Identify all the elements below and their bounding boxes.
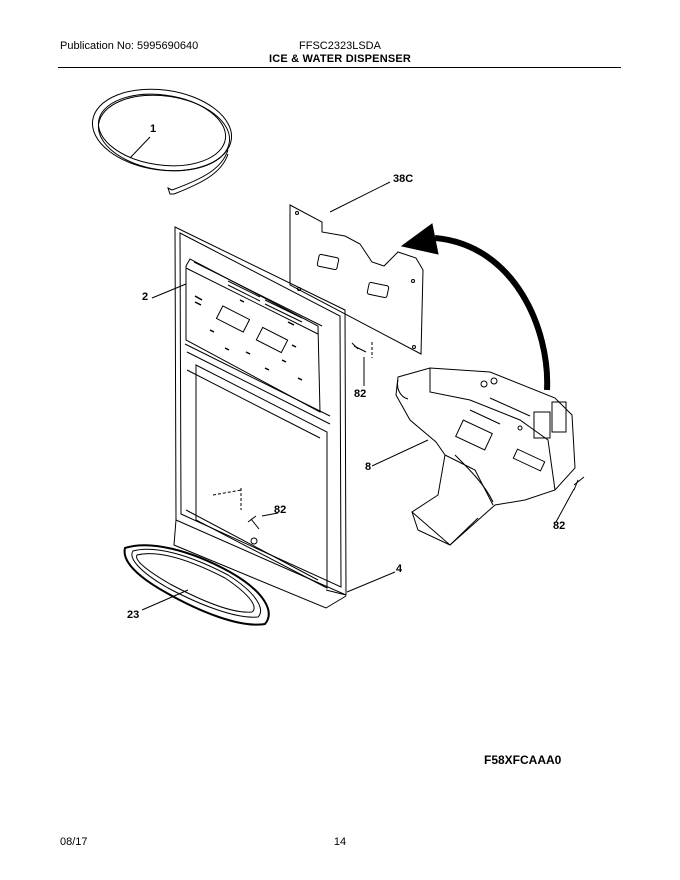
header-rule: [58, 67, 621, 68]
callout-1: 1: [150, 123, 157, 135]
screw-right: [573, 476, 585, 491]
ice-chute-assembly: [395, 367, 576, 546]
callout-82-middle: 82: [274, 504, 287, 516]
insulation-pad: [289, 204, 424, 355]
page-number: 14: [333, 836, 347, 848]
callout-82-right: 82: [553, 520, 566, 532]
tubing-coil: [91, 88, 233, 195]
drip-tray: [123, 544, 270, 626]
callout-23: 23: [127, 609, 140, 621]
callout-8: 8: [365, 461, 372, 473]
callout-4: 4: [396, 563, 403, 575]
control-panel: [185, 258, 323, 413]
figure-code: F58XFCAAA0: [484, 753, 562, 767]
publication-number: Publication No: 5995690640: [60, 40, 199, 52]
screw-upper: [351, 342, 373, 358]
dispenser-housing: [173, 226, 347, 609]
footer-date: 08/17: [60, 836, 88, 848]
page-title: ICE & WATER DISPENSER: [268, 53, 412, 65]
model-number: FFSC2323LSDA: [299, 40, 381, 52]
callout-2: 2: [142, 291, 149, 303]
curved-arrow: [400, 223, 551, 391]
callout-82-upper: 82: [354, 388, 367, 400]
screw-middle: [212, 488, 260, 545]
callout-38c: 38C: [393, 173, 414, 185]
